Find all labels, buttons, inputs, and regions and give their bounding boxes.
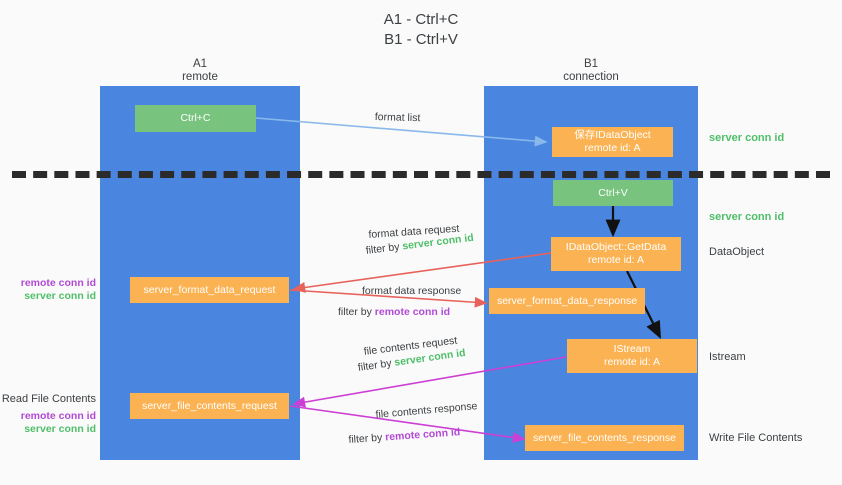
node-istream-line2: remote id: A: [603, 356, 661, 368]
title-line-2: B1 - Ctrl+V: [384, 31, 458, 48]
column-header-b1: B1 connection: [531, 58, 651, 84]
node-server-file-contents-response[interactable]: server_file_contents_response: [525, 425, 684, 451]
arrow-label-format-data-response-filter: filter by remote conn id: [338, 305, 450, 319]
node-save-idataobject[interactable]: 保存IDataObject remote id: A: [552, 127, 673, 157]
arrow-label-file-contents-response-filter-value: remote conn id: [384, 426, 461, 444]
label-dataobject: DataObject: [709, 246, 765, 258]
column-b1-sub: connection: [563, 71, 619, 83]
arrow-label-file-contents-request-filter-prefix: filter by: [357, 356, 396, 374]
node-idataobject-getdata-line2: remote id: A: [587, 254, 645, 266]
node-server-format-data-response-label: server_format_data_response: [496, 294, 638, 307]
arrow-label-format-data-response-filter-value: remote conn id: [374, 306, 451, 318]
node-save-idataobject-line2: remote id: A: [584, 142, 641, 154]
label-conn-ids-format: remote conn id server conn id: [0, 277, 96, 303]
node-istream-line1: IStream: [613, 343, 651, 355]
arrow-label-format-data-response: format data response: [362, 285, 462, 297]
arrow-label-file-contents-response: file contents response: [375, 400, 478, 421]
node-server-format-data-response[interactable]: server_format_data_response: [489, 288, 645, 314]
label-conn-ids-file: remote conn id server conn id: [0, 410, 96, 436]
arrow-label-format-list: format list: [374, 110, 421, 125]
node-server-file-contents-request[interactable]: server_file_contents_request: [130, 393, 289, 419]
label-remote-conn-id-file: remote conn id: [20, 410, 96, 422]
label-read-file-contents: Read File Contents: [1, 393, 96, 405]
node-istream[interactable]: IStream remote id: A: [567, 339, 697, 373]
column-b1-name: B1: [583, 58, 599, 70]
node-save-idataobject-line1: 保存IDataObject: [574, 129, 651, 141]
label-server-conn-id-top: server conn id: [709, 132, 785, 144]
label-server-conn-id-file: server conn id: [24, 423, 96, 435]
label-server-conn-id-format: server conn id: [24, 290, 96, 302]
node-ctrl-v[interactable]: Ctrl+V: [553, 180, 673, 206]
node-server-format-data-request-label: server_format_data_request: [143, 283, 276, 296]
arrow-label-file-contents-response-filter: filter by remote conn id: [348, 425, 461, 447]
title-line-1: A1 - Ctrl+C: [383, 11, 459, 28]
arrow-label-file-contents-response-filter-prefix: filter by: [348, 431, 386, 446]
node-server-format-data-request[interactable]: server_format_data_request: [130, 277, 289, 303]
label-write-file-contents: Write File Contents: [709, 432, 803, 444]
node-idataobject-getdata-line1: IDataObject::GetData: [565, 241, 667, 253]
label-istream: Istream: [709, 351, 746, 363]
node-ctrl-c[interactable]: Ctrl+C: [135, 105, 256, 132]
label-remote-conn-id-format: remote conn id: [20, 277, 96, 289]
arrow-label-format-data-response-filter-prefix: filter by: [338, 306, 375, 318]
page-title: A1 - Ctrl+C B1 - Ctrl+V: [0, 10, 842, 50]
column-header-a1: A1 remote: [140, 58, 260, 84]
column-a1-sub: remote: [182, 71, 218, 83]
node-ctrl-v-label: Ctrl+V: [598, 186, 628, 199]
label-server-conn-id-mid: server conn id: [709, 211, 785, 223]
column-a1-name: A1: [192, 58, 208, 70]
node-server-file-contents-response-label: server_file_contents_response: [532, 431, 676, 444]
node-ctrl-c-label: Ctrl+C: [180, 112, 211, 124]
arrow-label-format-data-request-filter-prefix: filter by: [365, 240, 404, 257]
node-server-file-contents-request-label: server_file_contents_request: [142, 399, 277, 412]
node-idataobject-getdata[interactable]: IDataObject::GetData remote id: A: [551, 237, 681, 271]
separator-dashed-line: [12, 171, 830, 178]
